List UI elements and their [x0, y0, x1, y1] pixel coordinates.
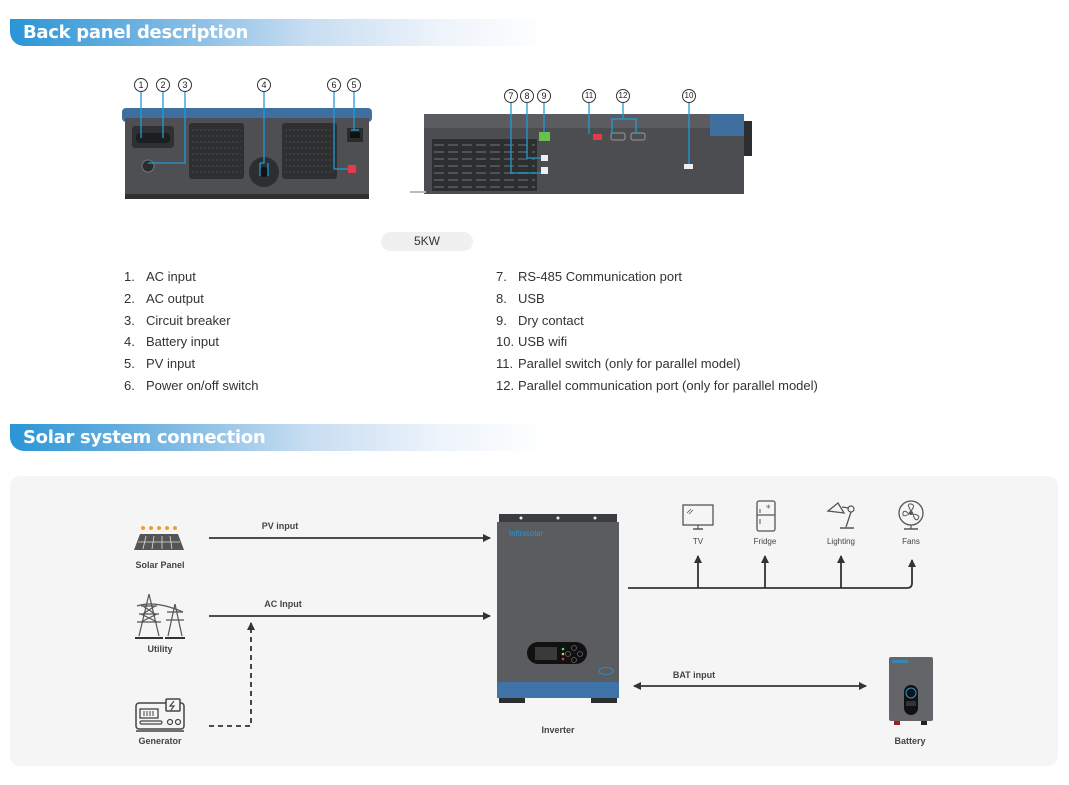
callout-4: 4 — [257, 78, 271, 92]
list-item: 7.RS-485 Communication port — [496, 269, 683, 284]
callout-7: 7 — [504, 89, 518, 103]
tv-icon — [682, 504, 714, 530]
callout-9: 9 — [537, 89, 551, 103]
solar-panel-icon — [134, 526, 184, 550]
inverter-illustration — [497, 514, 619, 703]
list-item: 11.Parallel switch (only for parallel mo… — [496, 356, 741, 372]
back-panel-front-view: 1 2 3 4 6 5 — [122, 78, 372, 204]
inverter-label: Inverter — [541, 725, 575, 735]
list-item: 12.Parallel communication port (only for… — [496, 377, 818, 393]
callout-3: 3 — [178, 78, 192, 92]
list-item: 6.Power on/off switch — [124, 377, 259, 393]
solar-panel-label: Solar Panel — [135, 560, 185, 570]
load-label-fridge: Fridge — [753, 537, 777, 546]
back-panel-side-view: 7 8 9 11 12 10 — [410, 89, 755, 204]
model-label: 5KW — [381, 232, 473, 251]
list-item: 9.Dry contact — [496, 312, 584, 328]
ac-input-label: AC Input — [264, 599, 302, 609]
inverter-device: Infinisolar — [497, 514, 619, 704]
back-panel-items-left: 1.AC input 2.AC output 3.Circuit breaker… — [124, 266, 258, 397]
section-title: Solar system connection — [23, 427, 266, 448]
list-item: 10.USB wifi — [496, 334, 568, 350]
back-panel-side-illustration — [410, 103, 752, 194]
bat-input-label: BAT input — [672, 670, 716, 680]
fridge-icon: * — [756, 500, 776, 532]
fan-icon — [898, 500, 924, 530]
callout-11: 11 — [582, 89, 596, 103]
pv-input-label: PV input — [261, 521, 299, 531]
load-bus-line — [628, 559, 916, 589]
list-item: 2.AC output — [124, 290, 204, 306]
lamp-icon — [826, 502, 855, 529]
utility-label: Utility — [147, 644, 173, 654]
callout-1: 1 — [134, 78, 148, 92]
list-item: 1.AC input — [124, 269, 196, 284]
list-item: 8.USB — [496, 290, 545, 306]
callout-2: 2 — [156, 78, 170, 92]
callout-8: 8 — [520, 89, 534, 103]
svg-text:*: * — [766, 504, 771, 514]
load-label-fans: Fans — [902, 537, 920, 546]
back-panel-front-illustration — [122, 92, 372, 199]
utility-tower-icon — [135, 593, 185, 639]
generator-icon — [135, 698, 185, 732]
generator-label: Generator — [138, 736, 182, 746]
list-item: 4.Battery input — [124, 334, 219, 350]
battery-label: Battery — [894, 736, 926, 746]
list-item: 3.Circuit breaker — [124, 312, 231, 328]
inverter-brand: Infinisolar — [509, 529, 544, 538]
load-label-lighting: Lighting — [826, 537, 856, 546]
list-item: 5.PV input — [124, 356, 196, 372]
callout-6: 6 — [327, 78, 341, 92]
section-header-solar-connection: Solar system connection — [10, 424, 550, 451]
load-label-tv: TV — [692, 537, 704, 546]
callout-5: 5 — [347, 78, 361, 92]
back-panel-items-right: 7.RS-485 Communication port 8.USB 9.Dry … — [496, 266, 818, 397]
callout-12: 12 — [616, 89, 630, 103]
section-header-back-panel: Back panel description — [10, 19, 550, 46]
section-title: Back panel description — [23, 22, 249, 43]
battery-device — [889, 657, 933, 725]
callout-10: 10 — [682, 89, 696, 103]
generator-dashed-arrow — [209, 622, 255, 727]
